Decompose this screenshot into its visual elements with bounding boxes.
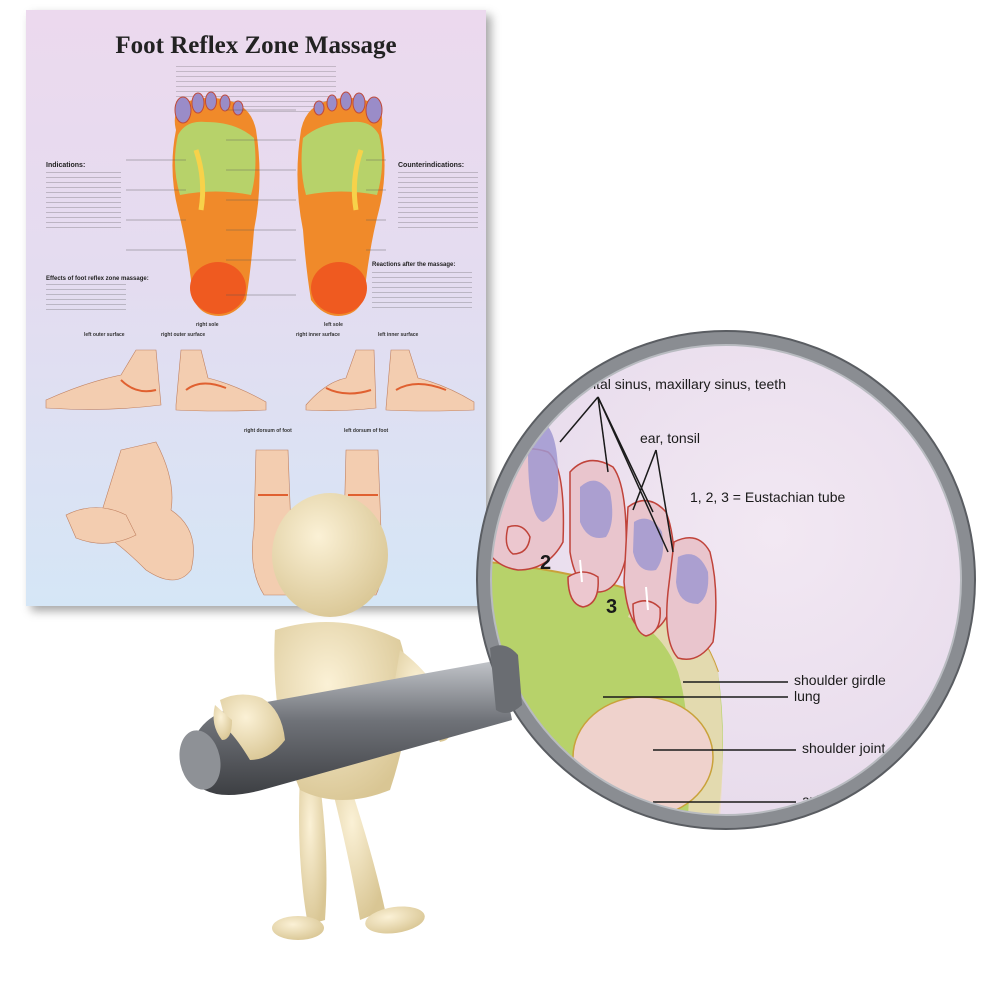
sinus-label: frontal sinus, maxillary sinus, teeth	[572, 376, 786, 392]
ear-tonsil-label: ear, tonsil	[640, 430, 700, 446]
massage-illustration	[65, 441, 194, 581]
left-outer-surface-label: left outer surface	[84, 332, 125, 338]
poster-title: Foot Reflex Zone Massage	[115, 32, 397, 59]
eustachian-number-2: 2	[540, 552, 552, 574]
left-dorsum-label: left dorsum of foot	[344, 428, 389, 434]
magnified-leader-lines	[559, 396, 796, 803]
shoulder-joint-label: shoulder joint	[802, 740, 886, 756]
magnifier-frame	[477, 331, 975, 829]
side-view-feet	[45, 349, 475, 412]
shoulder-girdle-label: shoulder girdle	[794, 672, 886, 688]
effects-heading: Effects of foot reflex zone massage:	[46, 276, 149, 282]
right-inner-surface-label: right inner surface	[296, 332, 340, 338]
eustachian-label: 1, 2, 3 = Eustachian tube	[690, 489, 846, 505]
sole-leader-lines	[126, 109, 386, 296]
left-inner-surface-label: left inner surface	[378, 332, 419, 338]
magnifier-lens: frontal sinus, maxillary sinus, teeth ea…	[488, 342, 964, 818]
left-sole-diagram	[297, 91, 385, 317]
indications-heading: Indications:	[46, 162, 86, 169]
effects-list	[46, 284, 126, 312]
right-dorsum-label: right dorsum of foot	[244, 428, 292, 434]
magnifier-handle	[179, 660, 512, 795]
contraindications-heading: Counterindications:	[398, 162, 465, 169]
figure-head	[272, 493, 388, 617]
magnified-foot-svg	[488, 396, 796, 818]
indications-list	[46, 172, 121, 232]
reactions-list	[372, 272, 472, 308]
magnifier-joint	[490, 645, 522, 714]
eustachian-number-3: 3	[606, 596, 618, 618]
right-sole-label: right sole	[196, 322, 219, 328]
figure-legs	[272, 770, 425, 940]
left-sole-label: left sole	[324, 322, 343, 328]
lung-label: lung	[794, 688, 821, 704]
reactions-heading: Reactions after the massage:	[372, 262, 456, 268]
side-view-zones	[120, 379, 447, 395]
figure-hand	[213, 694, 285, 760]
right-outer-surface-label: right outer surface	[161, 332, 206, 338]
contraindications-list	[398, 172, 478, 232]
